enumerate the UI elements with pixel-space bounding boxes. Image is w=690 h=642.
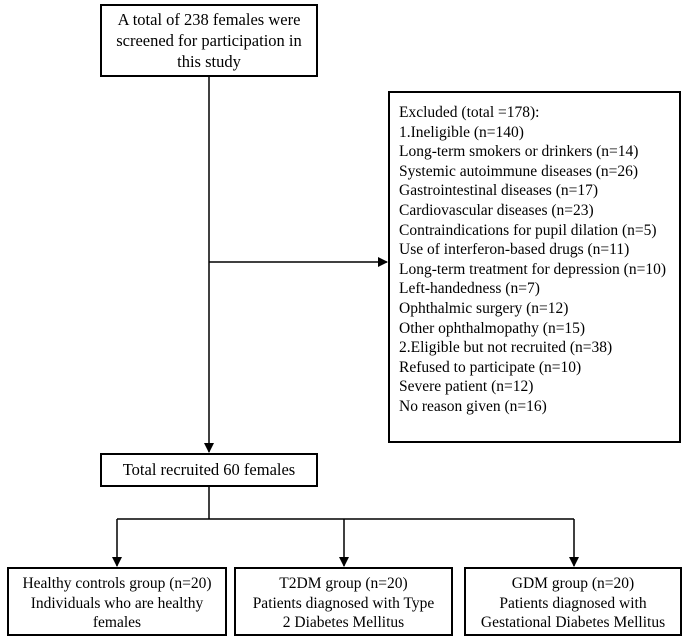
group-description-line: Individuals who are healthy [30, 594, 204, 612]
healthy-controls-group-box: Healthy controls group (n=20) Individual… [7, 567, 227, 636]
exclusion-item: Use of interferon-based drugs (n=11) [399, 241, 630, 259]
group-description-line: Patients diagnosed with Type [252, 594, 435, 612]
exclusion-item: Other ophthalmopathy (n=15) [399, 319, 586, 337]
group-title: T2DM group (n=20) [279, 575, 408, 592]
recruited-label: Total recruited 60 females [122, 460, 296, 479]
group-title: GDM group (n=20) [511, 575, 635, 592]
exclusion-title: Excluded (total =178): [399, 104, 540, 121]
t2dm-group-box: T2DM group (n=20) Patients diagnosed wit… [234, 567, 453, 636]
exclusion-item: Contraindications for pupil dilation (n=… [399, 221, 657, 239]
exclusion-item: No reason given (n=16) [399, 397, 547, 415]
exclusion-item: Long-term treatment for depression (n=10… [399, 260, 666, 278]
group-description-line: 2 Diabetes Mellitus [282, 614, 405, 632]
exclusion-item: Systemic autoimmune diseases (n=26) [399, 162, 639, 180]
exclusion-item: 2.Eligible but not recruited (n=38) [399, 339, 613, 357]
exclusion-item: Severe patient (n=12) [399, 378, 534, 396]
group-description-line: Patients diagnosed with [499, 594, 647, 612]
screening-text-line: screened for participation in [116, 31, 302, 50]
exclusion-item: Long-term smokers or drinkers (n=14) [399, 143, 639, 161]
screening-text-line: A total of 238 females were [117, 10, 301, 29]
screening-box: A total of 238 females were screened for… [100, 4, 318, 77]
exclusion-item: Ophthalmic surgery (n=12) [399, 299, 569, 317]
exclusion-box: Excluded (total =178): 1.Ineligible (n=1… [388, 91, 681, 443]
exclusion-item: Left-handedness (n=7) [399, 280, 540, 298]
exclusion-item: Gastrointestinal diseases (n=17) [399, 182, 599, 200]
exclusion-item: 1.Ineligible (n=140) [399, 123, 524, 141]
group-title: Healthy controls group (n=20) [22, 575, 212, 592]
gdm-group-box: GDM group (n=20) Patients diagnosed with… [464, 567, 682, 636]
exclusion-item: Refused to participate (n=10) [399, 358, 582, 376]
group-description-line: females [92, 614, 142, 632]
group-description-line: Gestational Diabetes Mellitus [480, 614, 666, 632]
exclusion-item: Cardiovascular diseases (n=23) [399, 201, 594, 219]
recruited-box: Total recruited 60 females [100, 453, 318, 487]
screening-text-line: this study [177, 52, 241, 71]
